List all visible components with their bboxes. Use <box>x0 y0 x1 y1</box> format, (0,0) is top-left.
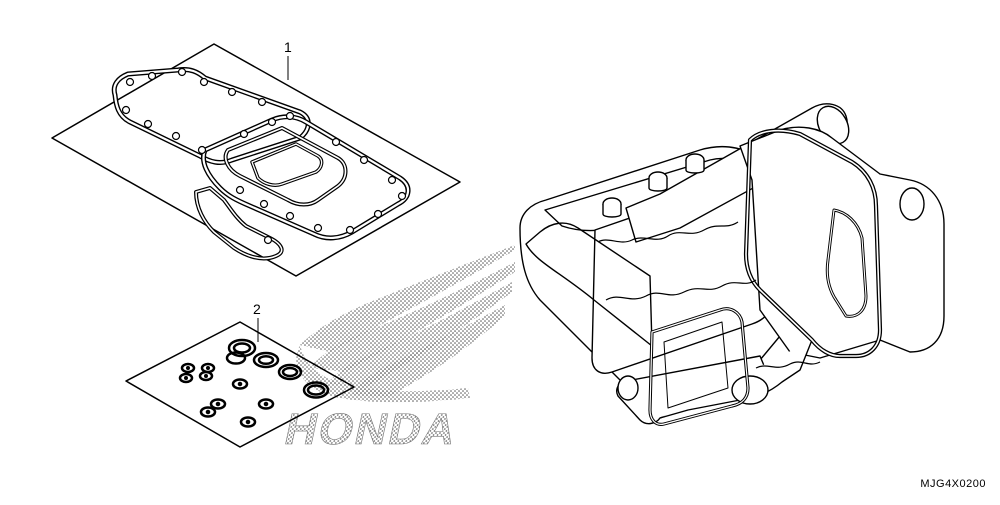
callout-1-number: 1 <box>284 39 292 55</box>
callout-2-number: 2 <box>253 301 261 317</box>
honda-wing-logo: HONDA <box>280 245 515 454</box>
gasket-kit-b <box>125 321 355 448</box>
gasket-kit-a <box>51 43 461 277</box>
callout-1[interactable]: 1 <box>284 39 292 80</box>
engine-assembly <box>519 103 945 426</box>
drawing-code: MJG4X0200 <box>920 478 986 490</box>
honda-watermark-text: HONDA <box>281 405 463 453</box>
callout-2[interactable]: 2 <box>253 301 261 342</box>
